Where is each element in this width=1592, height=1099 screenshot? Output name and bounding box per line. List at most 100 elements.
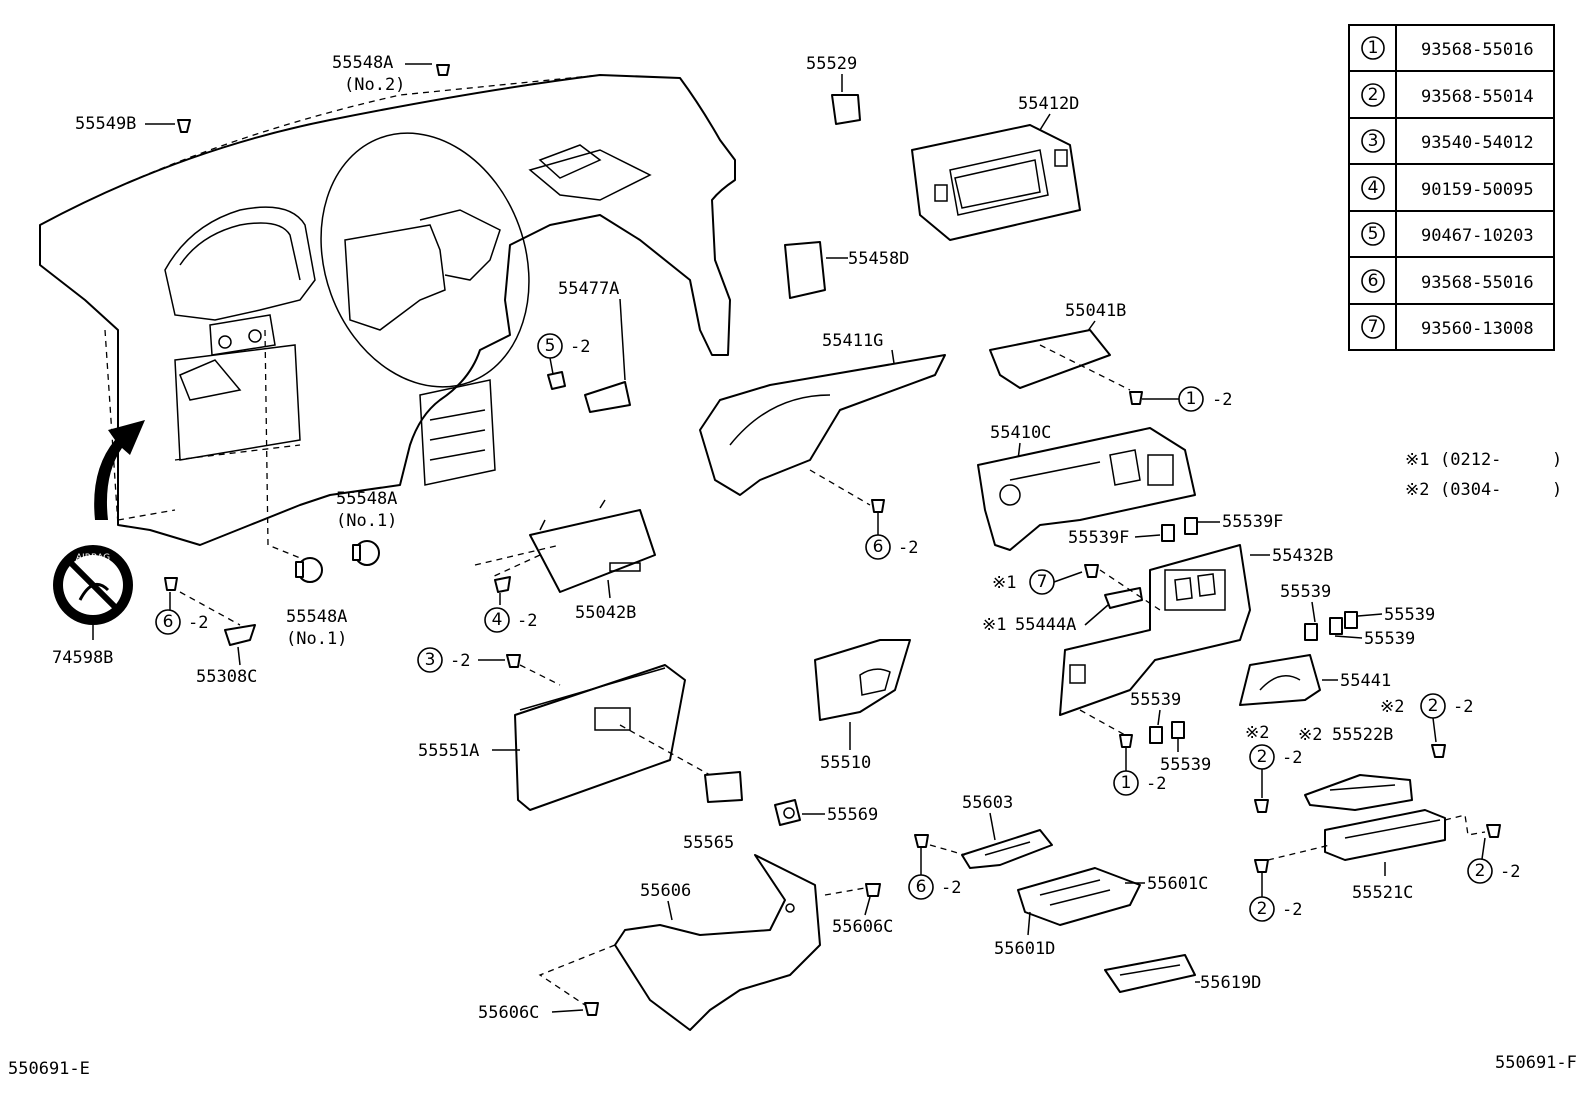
note-mark: ※1: [1405, 450, 1429, 470]
note-mark: ※2: [1405, 480, 1429, 500]
part-label-55041B: 55041B: [1065, 301, 1126, 321]
table-ref: 4: [1368, 178, 1379, 198]
quantity: -2: [450, 651, 470, 671]
part-55619D: 55619D: [1104, 954, 1261, 993]
part-label-55551A: 55551A: [418, 741, 479, 761]
airbag-warning-label: AIRBAG 74598B: [52, 420, 145, 668]
quantity: -2: [941, 878, 961, 898]
part-55432B: 55432B ※1 7 ※1 55444A: [982, 544, 1333, 716]
part-label-55606C: 55606C: [478, 1003, 539, 1023]
table-part-no: 93560-13008: [1421, 319, 1534, 339]
part-55477A: 55477A 5 -2: [537, 279, 631, 413]
part-label-55565: 55565: [683, 833, 734, 853]
instrument-panel-drawing: [39, 74, 736, 561]
quantity: -2: [1146, 774, 1166, 794]
part-label-55539: 55539: [1384, 605, 1435, 625]
callout-1: 1: [1186, 389, 1197, 409]
note-mark: ※1: [992, 573, 1016, 593]
airbag-word: AIRBAG: [76, 553, 110, 563]
part-55042B: 4 -2 55042B: [474, 499, 656, 633]
part-55548A-no2: 55548A (No.2): [332, 53, 450, 95]
note-mark: ※2: [1298, 725, 1322, 745]
part-label-55042B: 55042B: [575, 603, 636, 623]
part-label-55529: 55529: [806, 54, 857, 74]
quantity: -2: [1212, 390, 1232, 410]
callout-4: 4: [492, 610, 503, 630]
part-label-55477A: 55477A: [558, 279, 619, 299]
table-row: 5 90467-10203: [1361, 222, 1534, 246]
callout-2: 2: [1257, 899, 1268, 919]
part-55441: 55441: [1239, 654, 1391, 706]
part-label-55548A: 55548A: [332, 53, 393, 73]
part-label-55412D: 55412D: [1018, 94, 1079, 114]
table-ref: 6: [1368, 271, 1379, 291]
note-mark: ※1: [982, 615, 1006, 635]
part-label-55603: 55603: [962, 793, 1013, 813]
table-row: 7 93560-13008: [1361, 315, 1534, 339]
table-row: 1 93568-55016: [1361, 36, 1534, 60]
callout-7: 7: [1037, 572, 1048, 592]
part-label-55601C: 55601C: [1147, 874, 1208, 894]
quantity: -2: [517, 611, 537, 631]
table-ref: 2: [1368, 85, 1379, 105]
part-label-55548A: 55548A: [336, 489, 397, 509]
table-ref: 5: [1368, 224, 1379, 244]
part-label-55539: 55539: [1364, 629, 1415, 649]
part-label-sub: (No.2): [344, 75, 405, 95]
part-label-55444A: 55444A: [1015, 615, 1076, 635]
callout-6: 6: [163, 612, 174, 632]
part-label-55539: 55539: [1280, 582, 1331, 602]
part-label-55432B: 55432B: [1272, 546, 1333, 566]
table-ref: 7: [1368, 317, 1379, 337]
part-label-55569: 55569: [827, 805, 878, 825]
table-part-no: 93568-55014: [1421, 87, 1534, 107]
part-label-55441: 55441: [1340, 671, 1391, 691]
table-row: 6 93568-55016: [1361, 269, 1534, 293]
part-label-74598B: 74598B: [52, 648, 113, 668]
part-55539F: 55539F 55539F: [1068, 512, 1283, 548]
table-row: 2 93568-55014: [1361, 83, 1534, 107]
callout-6: 6: [916, 877, 927, 897]
part-label-sub: (No.1): [286, 629, 347, 649]
part-55041B: 55041B 1 -2: [989, 301, 1232, 412]
part-55412D: 55412D: [911, 94, 1081, 241]
part-55411G: 55411G 6 -2: [699, 331, 946, 560]
part-55548A-no1: 55548A (No.1) 55548A (No.1): [286, 489, 397, 649]
note-mark: ※2: [1380, 697, 1404, 717]
part-label-sub: (No.1): [336, 511, 397, 531]
part-label-55549B: 55549B: [75, 114, 136, 134]
part-55510: 55510: [814, 639, 911, 773]
part-55601: 55601C 55601D: [994, 867, 1208, 959]
table-part-no: 90467-10203: [1421, 226, 1534, 246]
part-label-55410C: 55410C: [990, 423, 1051, 443]
part-label-55619D: 55619D: [1200, 973, 1261, 993]
part-55529: 55529: [806, 54, 861, 125]
footer-left-code: 550691-E: [8, 1059, 90, 1079]
part-label-55606C: 55606C: [832, 917, 893, 937]
note-mark: ※2: [1245, 723, 1269, 743]
part-55569: 55569: [774, 799, 878, 826]
table-part-no: 93540-54012: [1421, 133, 1534, 153]
table-row: 4 90159-50095: [1361, 176, 1534, 200]
part-55410C: 55410C: [977, 423, 1196, 551]
part-55539-lower: 55539 55539 1 -2: [1079, 690, 1211, 796]
applicability-notes: ※1 (0212- ) ※2 (0304- ): [1405, 450, 1562, 500]
quantity: -2: [1453, 697, 1473, 717]
part-label-55458D: 55458D: [848, 249, 909, 269]
part-55522B: ※2 2 -2 ※2 ※2 55522B 2 -2: [1245, 693, 1473, 813]
callout-2: 2: [1257, 747, 1268, 767]
callout-6: 6: [873, 537, 884, 557]
part-55458D: 55458D: [784, 241, 909, 299]
quantity: -2: [570, 337, 590, 357]
part-label-55539F: 55539F: [1068, 528, 1129, 548]
callout-1: 1: [1121, 773, 1132, 793]
part-55521C: 2 -2 2 -2 55521C: [1249, 809, 1520, 922]
part-55603: 55603 6 -2: [908, 793, 1053, 900]
part-55308C: 6 -2 55308C: [155, 577, 257, 687]
part-label-55606: 55606: [640, 881, 691, 901]
callout-2: 2: [1428, 696, 1439, 716]
table-part-no: 90159-50095: [1421, 180, 1534, 200]
note-close: ): [1552, 480, 1562, 500]
part-label-55539: 55539: [1160, 755, 1211, 775]
note-close: ): [1552, 450, 1562, 470]
